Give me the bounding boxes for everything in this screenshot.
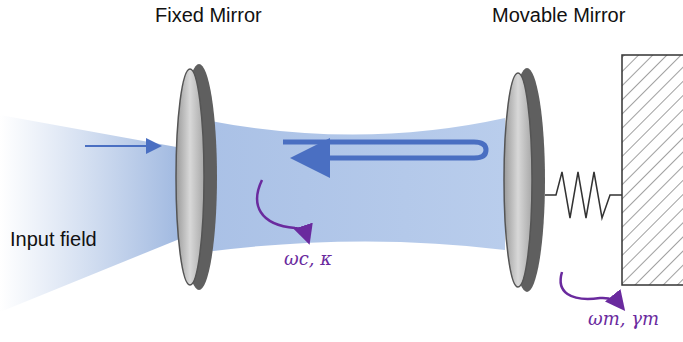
cavity-leader (257, 180, 308, 240)
spring (545, 172, 622, 218)
mirror-label: Movable Mirror (492, 4, 625, 27)
cavity-beam (205, 118, 505, 252)
input-arrow (85, 145, 158, 147)
movable-mirror-face (504, 73, 532, 287)
circulating-arrow (283, 142, 486, 158)
cavity-parameters: ωc, κ (284, 248, 332, 269)
mechanical-leader (561, 272, 622, 307)
mechanical-parameters: ωm, γm (588, 308, 659, 329)
mirror-label: Fixed Mirror (155, 4, 262, 27)
wall (622, 55, 683, 285)
fixed-mirror-face (176, 69, 204, 285)
input-beam (0, 115, 182, 312)
beam-label: Input field (10, 228, 97, 251)
